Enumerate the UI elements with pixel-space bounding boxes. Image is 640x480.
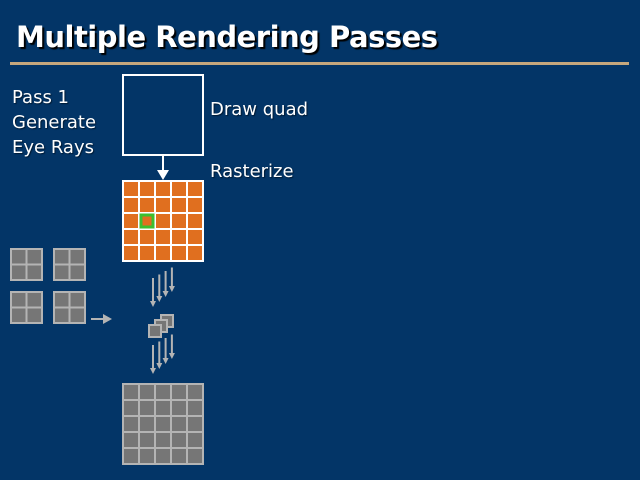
texture-tile <box>53 248 86 281</box>
output-cell <box>124 449 138 463</box>
pass-label: Pass 1 Generate Eye Rays <box>12 85 96 160</box>
tile-cell <box>27 265 41 279</box>
raster-cell <box>124 198 138 212</box>
tile-cell <box>27 308 41 322</box>
raster-cell <box>172 246 186 260</box>
tile-cell <box>70 265 84 279</box>
screen-quad <box>122 74 204 156</box>
raster-cell <box>140 198 154 212</box>
pass-label-line-2: Generate <box>12 112 97 133</box>
quad-to-raster-arrow <box>157 156 169 180</box>
output-cell <box>172 385 186 399</box>
down-arrow <box>150 345 156 374</box>
raster-cell <box>188 246 202 260</box>
raster-cell <box>124 230 138 244</box>
tile-cell <box>27 250 41 264</box>
tile-cell <box>70 250 84 264</box>
output-cell <box>172 449 186 463</box>
output-cell <box>156 417 170 431</box>
output-texture-grid <box>122 383 204 465</box>
output-cell <box>124 417 138 431</box>
down-arrow <box>150 278 156 307</box>
output-cell <box>140 449 154 463</box>
raster-cell <box>156 246 170 260</box>
raster-cell <box>140 230 154 244</box>
down-arrow <box>162 338 169 364</box>
stacked-fragments <box>148 314 174 338</box>
output-cell <box>188 385 202 399</box>
output-cell <box>172 433 186 447</box>
raster-cell <box>140 182 154 196</box>
raster-cell <box>124 214 138 228</box>
tile-cell <box>70 293 84 307</box>
fragment-input-arrows <box>150 267 175 307</box>
tile-cell <box>12 293 26 307</box>
tiles-to-fragments-arrow <box>91 314 112 324</box>
raster-cell <box>172 214 186 228</box>
tile-cell <box>12 250 26 264</box>
tile-cell <box>55 250 69 264</box>
fragment-output-arrows <box>150 334 175 374</box>
raster-cell <box>156 198 170 212</box>
output-cell <box>156 401 170 415</box>
highlighted-fragment <box>139 213 155 229</box>
output-cell <box>188 401 202 415</box>
raster-cell <box>188 198 202 212</box>
raster-cell <box>156 182 170 196</box>
draw-quad-label: Draw quad <box>210 99 309 120</box>
tile-cell <box>12 265 26 279</box>
output-cell <box>124 433 138 447</box>
output-cell <box>140 433 154 447</box>
output-cell <box>124 385 138 399</box>
texture-tile <box>10 291 43 324</box>
tile-cell <box>27 293 41 307</box>
output-cell <box>140 401 154 415</box>
rasterize-label: Rasterize <box>210 161 294 182</box>
output-cell <box>188 417 202 431</box>
slide-title: Multiple Rendering Passes <box>16 20 438 54</box>
stacked-fragment <box>148 324 162 338</box>
output-cell <box>188 449 202 463</box>
raster-cell <box>156 230 170 244</box>
tile-cell <box>70 308 84 322</box>
down-arrow <box>168 267 175 292</box>
raster-cell <box>188 214 202 228</box>
tile-cell <box>55 308 69 322</box>
output-cell <box>188 433 202 447</box>
output-cell <box>124 401 138 415</box>
raster-cell <box>140 246 154 260</box>
output-cell <box>140 385 154 399</box>
texture-tiles <box>10 248 86 324</box>
raster-cell <box>188 230 202 244</box>
raster-cell <box>124 182 138 196</box>
tile-cell <box>55 265 69 279</box>
texture-tile <box>10 248 43 281</box>
raster-cell <box>172 182 186 196</box>
raster-fragment-grid <box>122 180 204 262</box>
output-cell <box>156 385 170 399</box>
raster-cell <box>124 246 138 260</box>
down-arrow <box>156 341 163 369</box>
down-arrow <box>156 274 163 302</box>
output-cell <box>140 417 154 431</box>
title-divider <box>10 62 629 65</box>
raster-cell <box>172 230 186 244</box>
output-cell <box>172 417 186 431</box>
texture-tile <box>53 291 86 324</box>
down-arrow <box>162 271 169 297</box>
output-cell <box>156 449 170 463</box>
raster-cell <box>140 214 154 228</box>
tile-cell <box>12 308 26 322</box>
tile-cell <box>55 293 69 307</box>
output-cell <box>156 433 170 447</box>
raster-cell <box>172 198 186 212</box>
raster-cell <box>188 182 202 196</box>
pass-label-line-1: Pass 1 <box>12 87 70 108</box>
raster-cell <box>156 214 170 228</box>
down-arrow <box>168 334 175 359</box>
output-cell <box>172 401 186 415</box>
pass-label-line-3: Eye Rays <box>12 137 94 158</box>
